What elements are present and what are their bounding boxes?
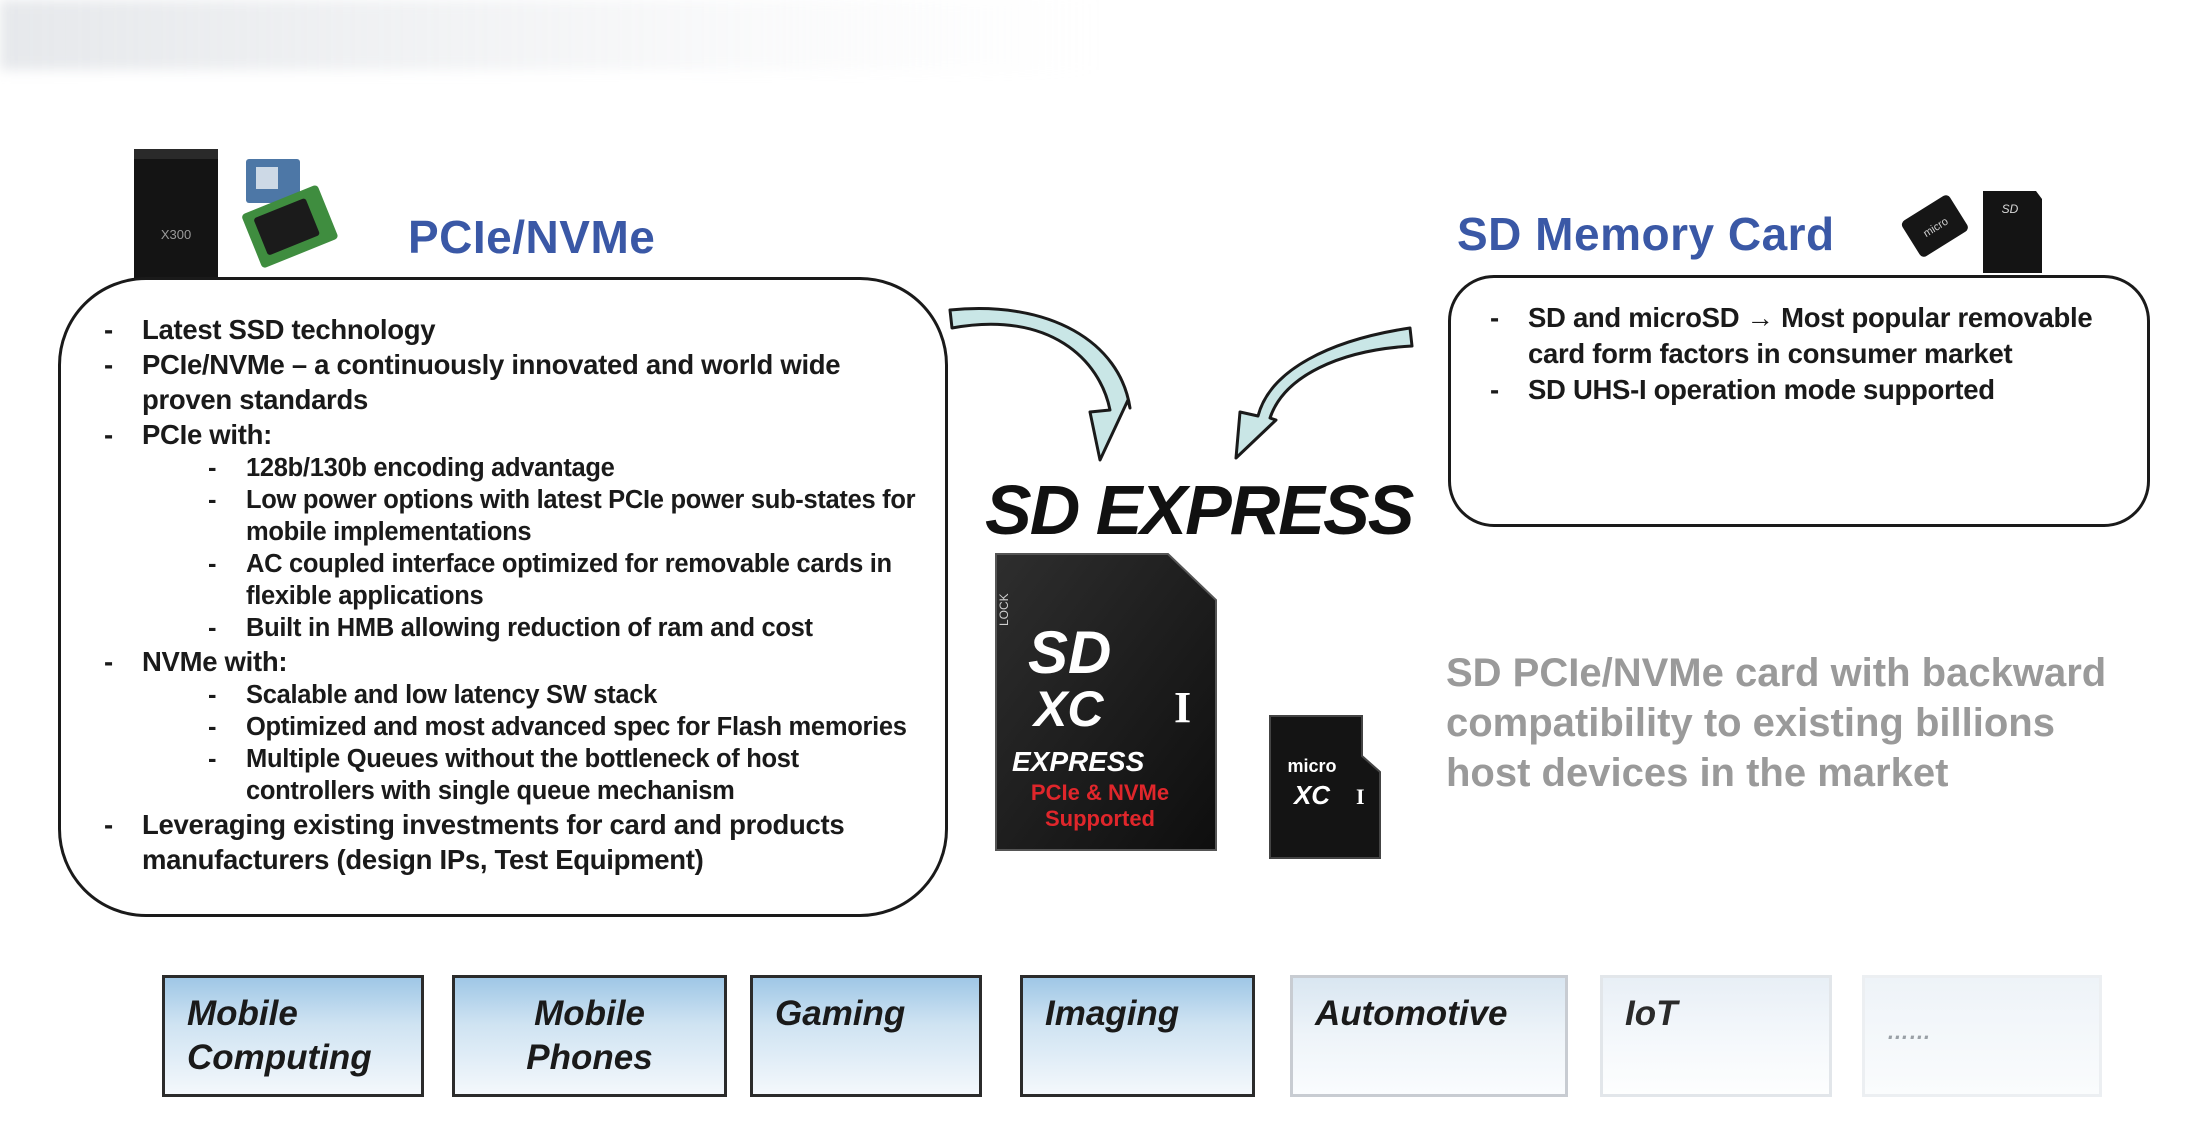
nvme-sub-bullet: -Multiple Queues without the bottleneck … <box>208 745 799 805</box>
card-express-label: EXPRESS <box>1012 746 1145 777</box>
pcie-sub-bullet: -Low power options with latest PCIe powe… <box>208 486 916 546</box>
svg-text:SD: SD <box>2002 202 2019 216</box>
ssd-drive-image <box>134 149 218 291</box>
sd-express-card-image: LOCK SD XC I EXPRESS PCIe & NVMe Support… <box>995 553 1217 851</box>
ssd-module-image <box>242 185 338 268</box>
category-mobile-phones: Mobile Phones <box>452 975 727 1097</box>
category-gaming: Gaming <box>750 975 982 1097</box>
faded-header-band <box>0 0 1100 70</box>
sd-features-box <box>1448 275 2150 527</box>
sd-memory-card-title: SD Memory Card <box>1457 208 1835 260</box>
category-iot: IoT <box>1600 975 1832 1097</box>
nvme-sub-list: -Scalable and low latency SW stack -Opti… <box>142 679 922 807</box>
card-support-line2: Supported <box>1045 806 1155 831</box>
ssd-product-images: X300 <box>134 149 338 291</box>
pcie-sub-list: -128b/130b encoding advantage -Low power… <box>142 452 922 644</box>
card-class-mark: I <box>1174 683 1191 732</box>
pcie-features-box <box>58 277 948 917</box>
convergence-arrows <box>948 307 1414 462</box>
pcie-sub-bullet: -128b/130b encoding advantage <box>208 454 615 482</box>
pcie-bullet: -Latest SSD technology <box>104 314 436 345</box>
microsd-express-card-image: micro XC I <box>1269 715 1381 859</box>
left-curved-arrow <box>948 307 1132 462</box>
pcie-bullet: -PCIe with: -128b/130b encoding advantag… <box>104 417 922 644</box>
backward-compatibility-note: SD PCIe/NVMe card with backward compatib… <box>1446 651 2107 795</box>
category-mobile-computing: Mobile Computing <box>162 975 424 1097</box>
card-lock-label: LOCK <box>997 593 1011 626</box>
nvme-sub-bullet: -Optimized and most advanced spec for Fl… <box>208 713 907 741</box>
category-automotive: Automotive <box>1290 975 1568 1097</box>
category-more: …… <box>1862 975 2102 1097</box>
pcie-bullet: -Leveraging existing investments for car… <box>104 809 845 875</box>
sd-express-logo: SD EXPRESS <box>985 471 1414 549</box>
pcie-sub-bullet: -AC coupled interface optimized for remo… <box>208 550 892 610</box>
card-sd-brand: SD <box>1028 619 1111 686</box>
ssd-drive-label: X300 <box>161 227 191 242</box>
pcie-bullet: -NVMe with: -Scalable and low latency SW… <box>104 644 922 807</box>
pcie-features-list: -Latest SSD technology -PCIe/NVMe – a co… <box>104 312 922 877</box>
category-imaging: Imaging <box>1020 975 1255 1097</box>
svg-text:I: I <box>1356 784 1365 809</box>
microsd-card-image: micro <box>1901 195 1968 257</box>
sd-card-image <box>1983 191 2042 273</box>
sd-bullet: -SD UHS-I operation mode supported <box>1490 374 1995 405</box>
pcie-sub-bullet: -Built in HMB allowing reduction of ram … <box>208 614 813 642</box>
sd-features-list: -SD and microSD → Most popular removable… <box>1490 300 2128 408</box>
card-support-line1: PCIe & NVMe <box>1031 780 1169 805</box>
pcie-nvme-title: PCIe/NVMe <box>408 211 656 263</box>
sd-card-images: micro SD <box>1901 191 2042 273</box>
pcie-bullet: -PCIe/NVMe – a continuously innovated an… <box>104 349 841 415</box>
nvme-sub-bullet: -Scalable and low latency SW stack <box>208 681 658 709</box>
card-xc-label: XC <box>1031 681 1104 737</box>
svg-text:micro: micro <box>1287 756 1336 776</box>
sd-bullet: -SD and microSD → Most popular removable… <box>1490 302 2093 369</box>
microsd-xc-label: XC <box>1292 780 1331 810</box>
right-curved-arrow <box>1234 326 1414 460</box>
